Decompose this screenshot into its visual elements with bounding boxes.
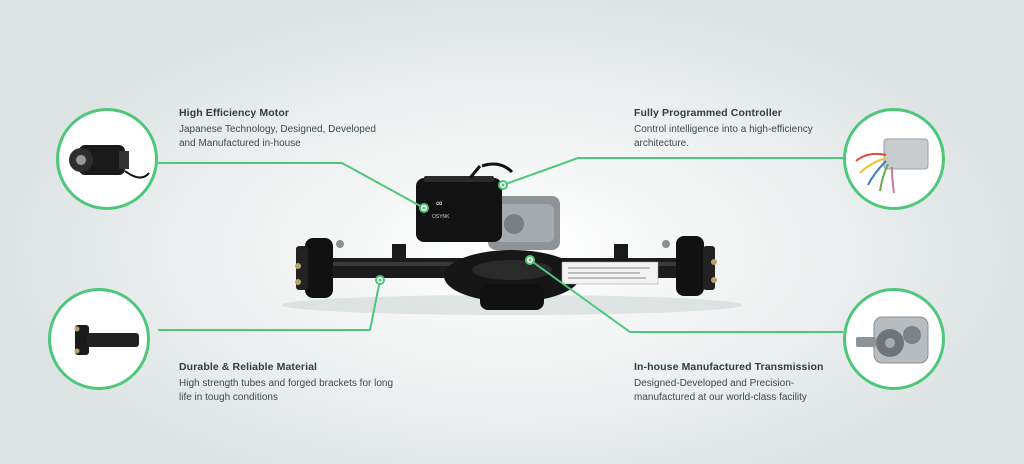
- feature-transmission: In-house Manufactured Transmission Desig…: [634, 361, 894, 404]
- connector-line-material: [158, 279, 381, 331]
- motor-icon: [69, 145, 150, 179]
- controller-image-circle: [843, 108, 945, 210]
- axle-tube-image-circle: [48, 288, 150, 390]
- motor-logo-mark: ∞: [436, 198, 442, 208]
- feature-description: Designed-Developed and Precision-manufac…: [634, 378, 807, 403]
- feature-description: High strength tubes and forged brackets …: [179, 378, 394, 403]
- motor-image-circle: [56, 108, 158, 210]
- feature-title: Durable & Reliable Material: [179, 361, 318, 373]
- gearbox-image-circle: [843, 288, 945, 390]
- feature-description: Japanese Technology, Designed, Developed…: [179, 124, 376, 149]
- connector-line-motor: [158, 162, 425, 209]
- gearbox-icon: [856, 316, 929, 364]
- feature-controller: Fully Programmed Controller Control inte…: [634, 107, 894, 150]
- connector-line-controller: [502, 157, 843, 186]
- feature-description: Control intelligence into a high-efficie…: [634, 124, 813, 149]
- motor-logo-text: OSYNK: [432, 214, 450, 220]
- feature-title: High Efficiency Motor: [179, 107, 290, 119]
- feature-motor: High Efficiency Motor Japanese Technolog…: [179, 107, 439, 150]
- controller-icon: [855, 138, 929, 194]
- feature-title: Fully Programmed Controller: [634, 107, 782, 119]
- feature-title: In-house Manufactured Transmission: [634, 361, 824, 373]
- feature-material: Durable & Reliable Material High strengt…: [179, 361, 439, 404]
- connector-line-transmission: [529, 259, 843, 333]
- axle-tube-icon: [74, 325, 139, 355]
